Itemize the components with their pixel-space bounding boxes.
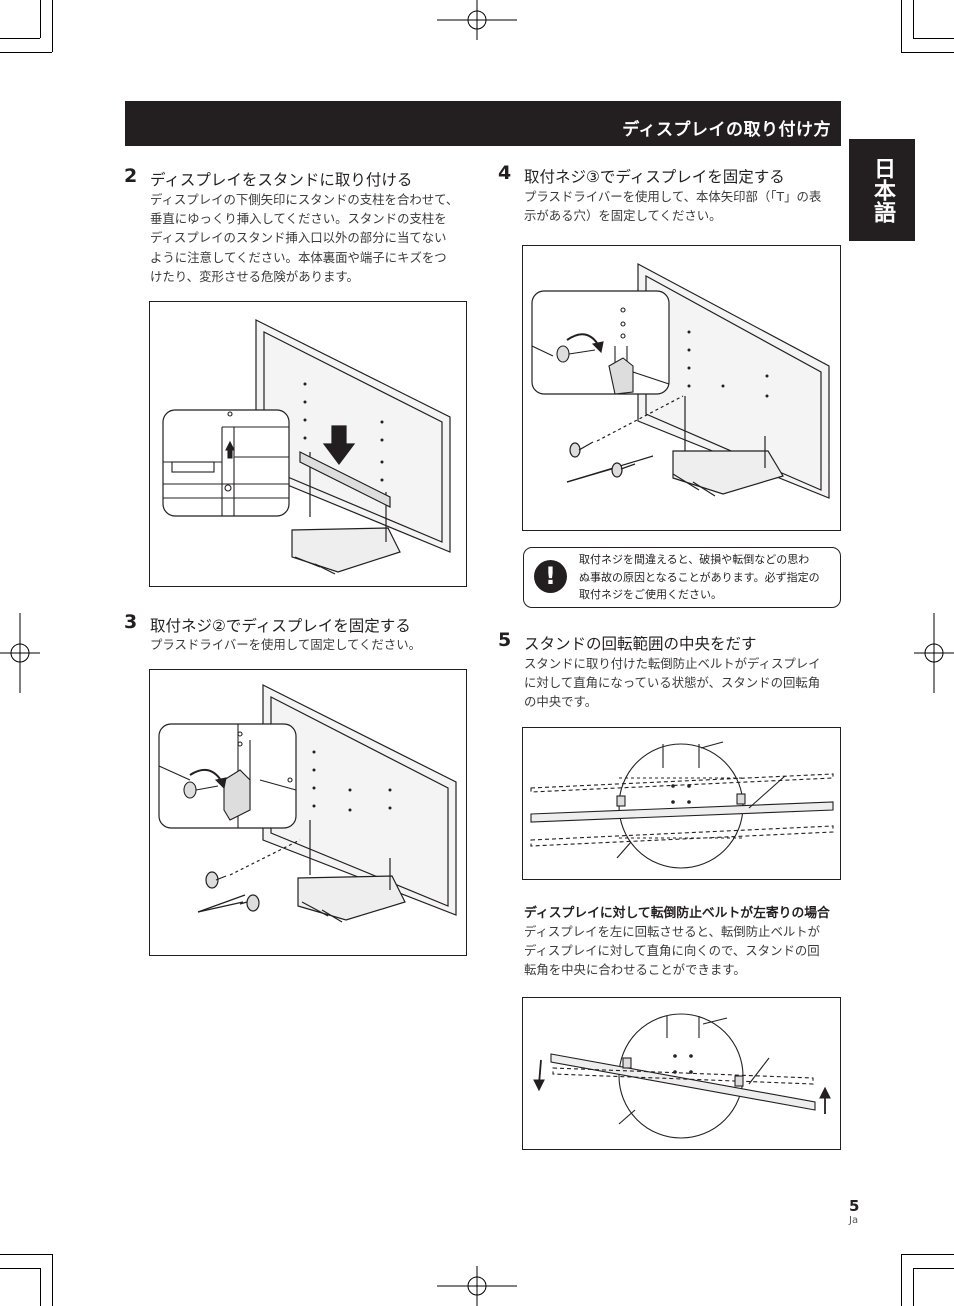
step-3-title: 取付ネジ②でディスプレイを固定する (150, 617, 411, 635)
figure-fix-screw-2 (149, 669, 467, 956)
step-3-text: プラスドライバーを使用して固定してください。 (150, 635, 470, 654)
exclamation-icon: ! (534, 560, 567, 593)
rotation-center-illustration (530, 741, 834, 869)
figure-attach-display (149, 301, 467, 587)
left-belt-rotation-illustration (533, 1013, 831, 1139)
step-4-number: 4 (498, 162, 512, 184)
step-4-line: 示がある穴）を固定してください。 (524, 208, 722, 224)
page-number: 5 (849, 1197, 860, 1215)
caution-line: 取付ネジをご使用ください。 (579, 588, 722, 601)
step-2-title: ディスプレイをスタンドに取り付ける (150, 171, 413, 189)
section-title: ディスプレイの取り付け方 (622, 120, 831, 140)
caution-line: 取付ネジを間違えると、破損や転倒などの思わ (579, 553, 810, 566)
display-stand-illustration (162, 319, 451, 575)
step-3-line: プラスドライバーを使用して固定してください。 (150, 637, 421, 652)
step-2-line: 垂直にゆっくり挿入してください。スタンドの支柱を (150, 211, 447, 227)
caution-line: ぬ事故の原因となることがあります。必ず指定の (579, 570, 820, 584)
step-5-line: スタンドに取り付けた転倒防止ベルトがディスプレイ (524, 656, 821, 671)
screw-2-illustration (158, 684, 457, 923)
caution-text: 取付ネジを間違えると、破損や転倒などの思わ ぬ事故の原因となることがあります。必… (579, 551, 837, 604)
step-5-line: の中央です。 (524, 694, 598, 710)
figure-fix-screw-3 (522, 245, 841, 531)
step-5-text: スタンドに取り付けた転倒防止ベルトがディスプレイ に対して直角になっている状態が… (524, 654, 842, 712)
language-tab-label: 日本語 (870, 157, 895, 223)
step-4-line: プラスドライバーを使用して、本体矢印部（「T」の表 (524, 189, 822, 204)
step-2-number: 2 (124, 165, 138, 187)
step-5-title: スタンドの回転範囲の中央をだす (524, 635, 757, 653)
left-belt-heading: ディスプレイに対して転倒防止ベルトが左寄りの場合 (524, 906, 830, 921)
step-4-title: 取付ネジ③でディスプレイを固定する (524, 168, 785, 186)
screw-3-illustration (531, 262, 830, 499)
step-3-number: 3 (124, 611, 138, 633)
section-header-bar: ディスプレイの取り付け方 (125, 101, 841, 146)
left-belt-text: ディスプレイを左に回転させると、転倒防止ベルトが ディスプレイに対して直角に向く… (524, 922, 842, 980)
step-5-number: 5 (498, 629, 512, 651)
figure-rotation-center (522, 727, 841, 880)
left-belt-line: ディスプレイに対して直角に向くので、スタンドの回 (524, 943, 820, 959)
left-belt-line: ディスプレイを左に回転させると、転倒防止ベルトが (524, 924, 821, 939)
language-tab: 日本語 (849, 139, 915, 241)
step-2-text: ディスプレイの下側矢印にスタンドの支柱を合わせて、 垂直にゆっくり挿入してくださ… (150, 190, 470, 286)
step-2-line: けたり、変形させる危険があります。 (150, 268, 359, 284)
step-4-text: プラスドライバーを使用して、本体矢印部（「T」の表 示がある穴）を固定してくださ… (524, 187, 842, 225)
page-language-code: Ja (849, 1215, 859, 1226)
step-2-line: ディスプレイの下側矢印にスタンドの支柱を合わせて、 (150, 192, 459, 207)
left-belt-line: 転角を中央に合わせることができます。 (524, 962, 746, 978)
figure-left-belt-rotation (522, 997, 841, 1150)
caution-box: ! 取付ネジを間違えると、破損や転倒などの思わ ぬ事故の原因となることがあります… (523, 547, 841, 608)
step-2-line: ディスプレイのスタンド挿入口以外の部分に当てない (150, 230, 447, 246)
step-2-line: ように注意してください。本体裏面や端子にキズをつ (150, 249, 447, 265)
step-5-line: に対して直角になっている状態が、スタンドの回転角 (524, 675, 821, 691)
